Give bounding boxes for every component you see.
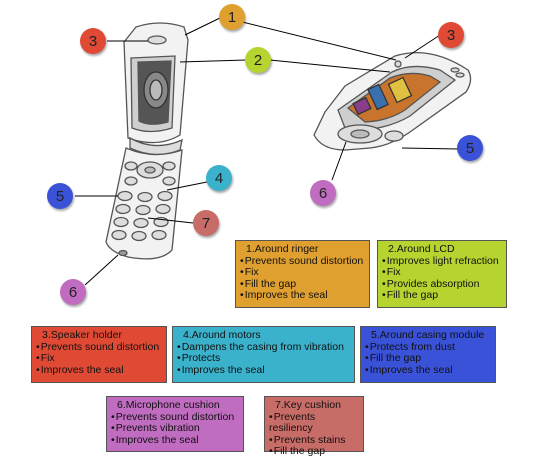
box-item: Prevents sound distortion [111,411,239,424]
box-item: Improves light refraction [382,255,502,268]
box-item: Protects [177,352,350,365]
box-title: 6.Microphone cushion [117,399,220,411]
box-title: 3.Speaker holder [42,329,122,341]
box-title: 7.Key cushion [275,399,341,411]
box-around-ringer: 1.Around ringer Prevents sound distortio… [235,240,370,308]
box-item: Prevents vibration [111,422,239,435]
callout-speaker-holder-3b: 3 [438,22,464,48]
callout-microphone-6: 6 [310,180,336,206]
box-item: Fix [240,266,365,279]
box-item: Prevents resiliency [269,411,359,435]
callout-lcd-2: 2 [245,47,271,73]
box-item: Fix [382,266,502,279]
lcd-screen [346,72,442,123]
box-around-lcd: 2.Around LCD Improves light refraction F… [377,240,507,308]
microphone-hole [118,249,128,257]
box-title: 5.Around casing module [371,329,485,341]
callout-ringer-1: 1 [219,4,245,30]
leader-lines [75,16,459,286]
box-item: Fill the gap [269,445,359,458]
callout-casing-5: 5 [47,183,73,209]
box-speaker-holder: 3.Speaker holder Prevents sound distorti… [31,326,167,383]
box-item: Provides absorption [382,278,502,291]
box-item: Improves the seal [177,364,350,377]
box-item: Improves the seal [36,364,162,377]
box-item: Fill the gap [382,289,502,302]
box-item: Improves the seal [365,364,491,377]
box-item: Prevents sound distortion [36,341,162,354]
box-around-casing-module: 5.Around casing module Protects from dus… [360,326,496,383]
keypad [111,190,173,242]
callout-microphone-6b: 6 [60,279,86,305]
box-item: Prevents stains [269,434,359,447]
box-item: Improves the seal [240,289,365,302]
handheld-device-drawing [313,52,472,151]
callout-speaker-holder-3: 3 [80,28,106,54]
box-item: Improves the seal [111,434,239,447]
box-key-cushion: 7.Key cushion Prevents resiliency Preven… [264,396,364,457]
flip-phone-drawing [105,22,189,260]
box-item: Fix [36,352,162,365]
box-title: 4.Around motors [183,329,261,341]
callout-motors-4: 4 [206,165,232,191]
callout-casing-5b: 5 [457,135,483,161]
box-item: Fill the gap [240,278,365,291]
box-item: Protects from dust [365,341,491,354]
box-title: 1.Around ringer [246,243,319,255]
speaker [147,35,167,45]
box-item: Dampens the casing from vibration [177,341,350,354]
callout-key-cushion-7: 7 [193,210,219,236]
box-item: Fill the gap [365,352,491,365]
box-title: 2.Around LCD [388,243,455,255]
box-item: Prevents sound distortion [240,255,365,268]
box-around-motors: 4.Around motors Dampens the casing from … [172,326,355,383]
box-microphone-cushion: 6.Microphone cushion Prevents sound dist… [106,396,244,452]
